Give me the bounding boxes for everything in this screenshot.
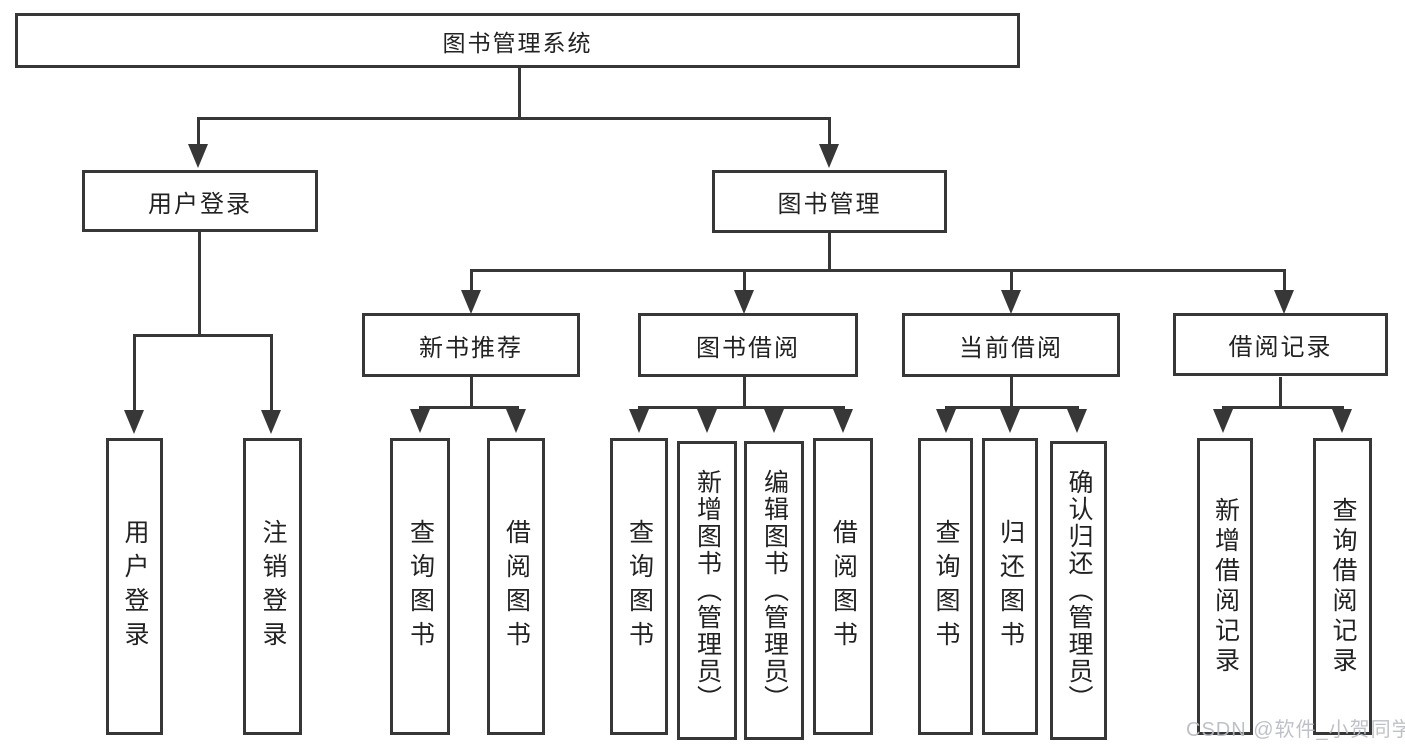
leaf-add-books-admin: 新增图书（管理员） xyxy=(677,441,737,740)
node-book-management-label: 图书管理 xyxy=(777,191,882,218)
arrow-down-icon xyxy=(410,409,430,433)
node-borrow-records-label: 借阅记录 xyxy=(1228,334,1333,361)
connector-borrow-stem xyxy=(743,377,746,408)
node-book-borrow-label: 图书借阅 xyxy=(696,334,800,362)
leaf-query-books-recommend: 查询图书 xyxy=(390,438,450,735)
arrow-down-icon xyxy=(936,409,956,433)
arrow-down-icon xyxy=(1274,290,1294,314)
node-book-management: 图书管理 xyxy=(712,170,947,233)
connector-book-mgmt-drop xyxy=(828,117,831,145)
leaf-label: 借阅图书 xyxy=(829,518,858,655)
arrow-down-icon xyxy=(697,409,717,433)
connector-newbook-rail xyxy=(419,406,519,409)
node-book-borrow: 图书借阅 xyxy=(638,313,858,377)
leaf-label: 新增借阅记录 xyxy=(1211,496,1240,677)
arrow-down-icon xyxy=(1332,409,1352,433)
leaf-confirm-return-admin: 确认归还（管理员） xyxy=(1050,441,1107,740)
leaf-edit-books-admin: 编辑图书（管理员） xyxy=(744,441,804,740)
connector-records-rail xyxy=(1222,406,1344,409)
node-borrow-records: 借阅记录 xyxy=(1173,313,1388,376)
leaf-query-borrow-record: 查询借阅记录 xyxy=(1313,438,1372,735)
node-root: 图书管理系统 xyxy=(15,13,1020,68)
connector-newbook-stem xyxy=(470,377,473,408)
connector-user-login-drop xyxy=(197,117,200,145)
connector-level3-rail xyxy=(470,269,1286,272)
arrow-down-icon xyxy=(124,410,144,434)
arrow-down-icon xyxy=(734,290,754,314)
node-current-borrow-label: 当前借阅 xyxy=(959,334,1063,362)
leaf-label: 注销登录 xyxy=(259,518,287,655)
arrow-down-icon xyxy=(261,410,281,434)
connector-root-stem xyxy=(518,68,521,119)
arrow-down-icon xyxy=(1001,290,1021,314)
arrow-down-icon xyxy=(1000,409,1020,433)
leaf-user-login: 用户登录 xyxy=(106,438,163,735)
connector-book-mgmt-stem xyxy=(828,233,831,272)
leaf-label: 查询借阅记录 xyxy=(1329,496,1357,677)
connector-current-stem xyxy=(1010,377,1013,408)
connector-user-login-rail xyxy=(133,334,272,337)
arrow-down-icon xyxy=(1067,409,1087,433)
leaf-label: 借阅图书 xyxy=(502,518,531,655)
arrow-down-icon xyxy=(833,409,853,433)
connector-records-stem xyxy=(1279,377,1282,408)
csdn-watermark: CSDN @软件_小贺同学 xyxy=(1186,719,1405,741)
leaf-query-books-current: 查询图书 xyxy=(918,438,973,735)
connector-level2-rail xyxy=(198,117,830,120)
leaf-borrow-books-recommend: 借阅图书 xyxy=(487,438,545,735)
node-root-label: 图书管理系统 xyxy=(442,29,593,56)
arrow-down-icon xyxy=(1213,409,1233,433)
connector-leaf-drop xyxy=(133,334,136,412)
leaf-query-books-borrow: 查询图书 xyxy=(610,438,668,735)
connector-level3-drop xyxy=(470,269,473,292)
node-user-login-label: 用户登录 xyxy=(148,190,252,218)
arrow-down-icon xyxy=(506,409,526,433)
connector-level3-drop xyxy=(1010,269,1013,292)
leaf-label: 用户登录 xyxy=(121,518,149,655)
node-user-login: 用户登录 xyxy=(82,170,318,232)
leaf-borrow-books: 借阅图书 xyxy=(813,438,873,735)
leaf-add-borrow-record: 新增借阅记录 xyxy=(1197,438,1253,735)
arrow-down-icon xyxy=(629,409,649,433)
node-current-borrow: 当前借阅 xyxy=(902,313,1120,377)
leaf-label: 归还图书 xyxy=(996,518,1025,655)
connector-borrow-rail xyxy=(638,406,845,409)
arrow-down-icon xyxy=(819,144,839,168)
connector-leaf-drop xyxy=(270,334,273,412)
leaf-label: 新增图书（管理员） xyxy=(693,469,722,712)
leaf-label: 编辑图书（管理员） xyxy=(760,469,789,712)
leaf-label: 查询图书 xyxy=(406,518,435,655)
leaf-label: 查询图书 xyxy=(932,518,960,655)
leaf-label: 确认归还（管理员） xyxy=(1065,469,1093,712)
leaf-logout: 注销登录 xyxy=(243,438,302,735)
arrow-down-icon xyxy=(188,144,208,168)
node-new-book-recommend: 新书推荐 xyxy=(362,313,580,377)
connector-level3-drop xyxy=(743,269,746,292)
connector-user-login-stem xyxy=(198,232,201,337)
connector-current-rail xyxy=(945,406,1079,409)
connector-level3-drop xyxy=(1283,269,1286,292)
leaf-return-books: 归还图书 xyxy=(982,438,1038,735)
leaf-label: 查询图书 xyxy=(625,518,654,655)
arrow-down-icon xyxy=(764,409,784,433)
node-new-book-recommend-label: 新书推荐 xyxy=(419,334,523,362)
arrow-down-icon xyxy=(461,290,481,314)
